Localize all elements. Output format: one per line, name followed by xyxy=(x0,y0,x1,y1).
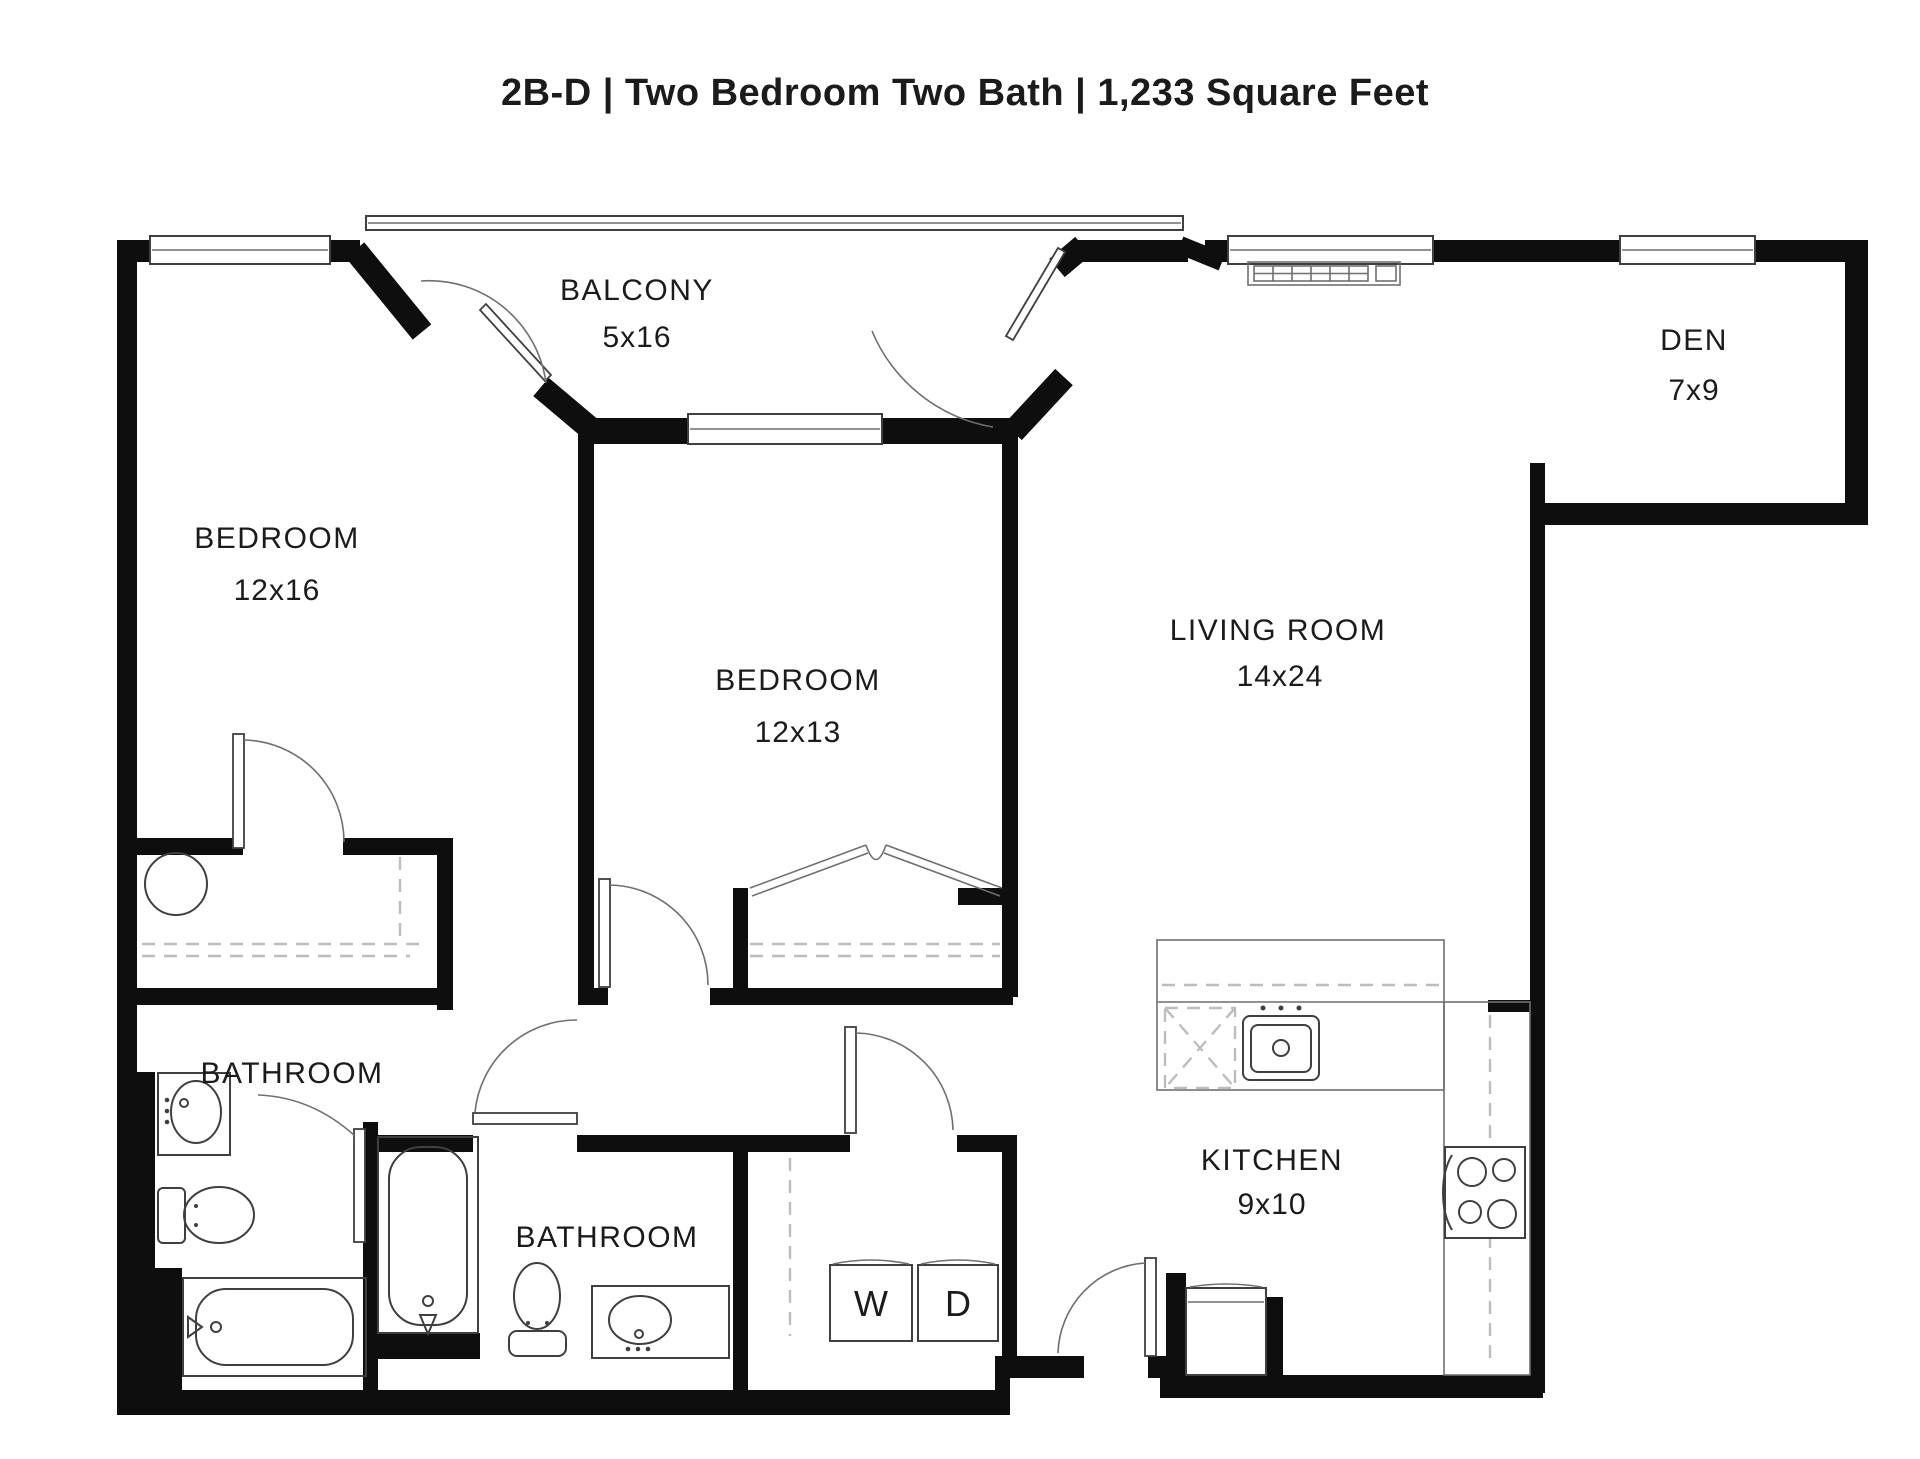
den-label: DEN xyxy=(1660,324,1728,357)
closet-door-bedroom1 xyxy=(232,733,345,849)
door-bedroom2 xyxy=(598,878,709,988)
bathtub-2 xyxy=(377,1136,479,1337)
room-bedroom2: BEDROOM 12x13 xyxy=(715,664,881,749)
balcony-dims: 5x16 xyxy=(602,321,671,354)
laundry-closet: W D xyxy=(788,1158,999,1342)
bedroom1-dims: 12x16 xyxy=(234,574,321,607)
door-bathroom1 xyxy=(257,1094,366,1243)
balcony-label: BALCONY xyxy=(560,274,714,307)
bathroom2-fixtures xyxy=(377,1136,730,1359)
closet-shelving-1 xyxy=(142,857,420,958)
bathroom1-fixtures xyxy=(157,1072,367,1377)
balcony-door-living xyxy=(871,246,1067,428)
exterior-walls xyxy=(117,236,1868,1415)
bedroom1-label: BEDROOM xyxy=(194,522,360,555)
dishwasher xyxy=(1163,1006,1237,1090)
sink-vanity-2 xyxy=(591,1285,730,1359)
sink-vanity-1 xyxy=(157,1072,231,1156)
closet-bedroom2 xyxy=(749,844,1003,958)
dryer-label: D xyxy=(945,1283,971,1324)
kitchen-dims: 9x10 xyxy=(1237,1188,1306,1221)
door-bathroom2 xyxy=(472,1019,578,1125)
bathroom1-label: BATHROOM xyxy=(200,1057,383,1090)
hvac-unit xyxy=(1247,261,1401,286)
room-bedroom1: BEDROOM 12x16 xyxy=(194,522,360,607)
room-balcony: BALCONY 5x16 xyxy=(560,274,714,354)
kitchen-sink xyxy=(1242,1005,1320,1081)
toilet-1 xyxy=(157,1186,255,1244)
room-kitchen: KITCHEN 9x10 xyxy=(1201,1144,1343,1221)
room-bathroom1: BATHROOM xyxy=(200,1057,383,1090)
room-bathroom2: BATHROOM xyxy=(515,1221,698,1254)
refrigerator xyxy=(1185,1283,1267,1376)
window-bedroom1 xyxy=(149,235,331,265)
toilet-2 xyxy=(508,1262,567,1357)
room-den: DEN 7x9 xyxy=(1660,324,1728,407)
window-den-2 xyxy=(1619,235,1756,265)
windows xyxy=(149,235,1756,445)
den-dims: 7x9 xyxy=(1668,374,1719,407)
water-heater xyxy=(144,852,208,916)
page-title: 2B-D | Two Bedroom Two Bath | 1,233 Squa… xyxy=(501,72,1429,114)
living-label: LIVING ROOM xyxy=(1170,614,1387,647)
bedroom2-dims: 12x13 xyxy=(755,716,842,749)
window-den-1 xyxy=(1227,235,1434,265)
kitchen-fixtures xyxy=(1156,939,1531,1376)
washer-label: W xyxy=(854,1283,888,1324)
bifold-doors xyxy=(749,844,1003,897)
entry-door xyxy=(1057,1257,1157,1357)
door-laundry xyxy=(844,1026,954,1134)
dryer xyxy=(917,1259,999,1342)
closet-bedroom1 xyxy=(142,852,420,958)
bathroom2-label: BATHROOM xyxy=(515,1221,698,1254)
interior-walls xyxy=(137,440,1283,1390)
room-living: LIVING ROOM 14x24 xyxy=(1170,614,1387,693)
doors xyxy=(232,246,1157,1357)
room-labels: BALCONY 5x16 DEN 7x9 BEDROOM 12x16 BEDRO… xyxy=(194,274,1728,1254)
kitchen-label: KITCHEN xyxy=(1201,1144,1343,1177)
balcony-door-bedroom1 xyxy=(420,279,553,384)
window-bedroom2 xyxy=(687,413,883,445)
washer xyxy=(829,1259,913,1342)
stove xyxy=(1442,1146,1526,1239)
balcony-railing xyxy=(365,215,1184,231)
bedroom2-label: BEDROOM xyxy=(715,664,881,697)
living-dims: 14x24 xyxy=(1237,660,1324,693)
bathtub-1 xyxy=(182,1277,367,1377)
